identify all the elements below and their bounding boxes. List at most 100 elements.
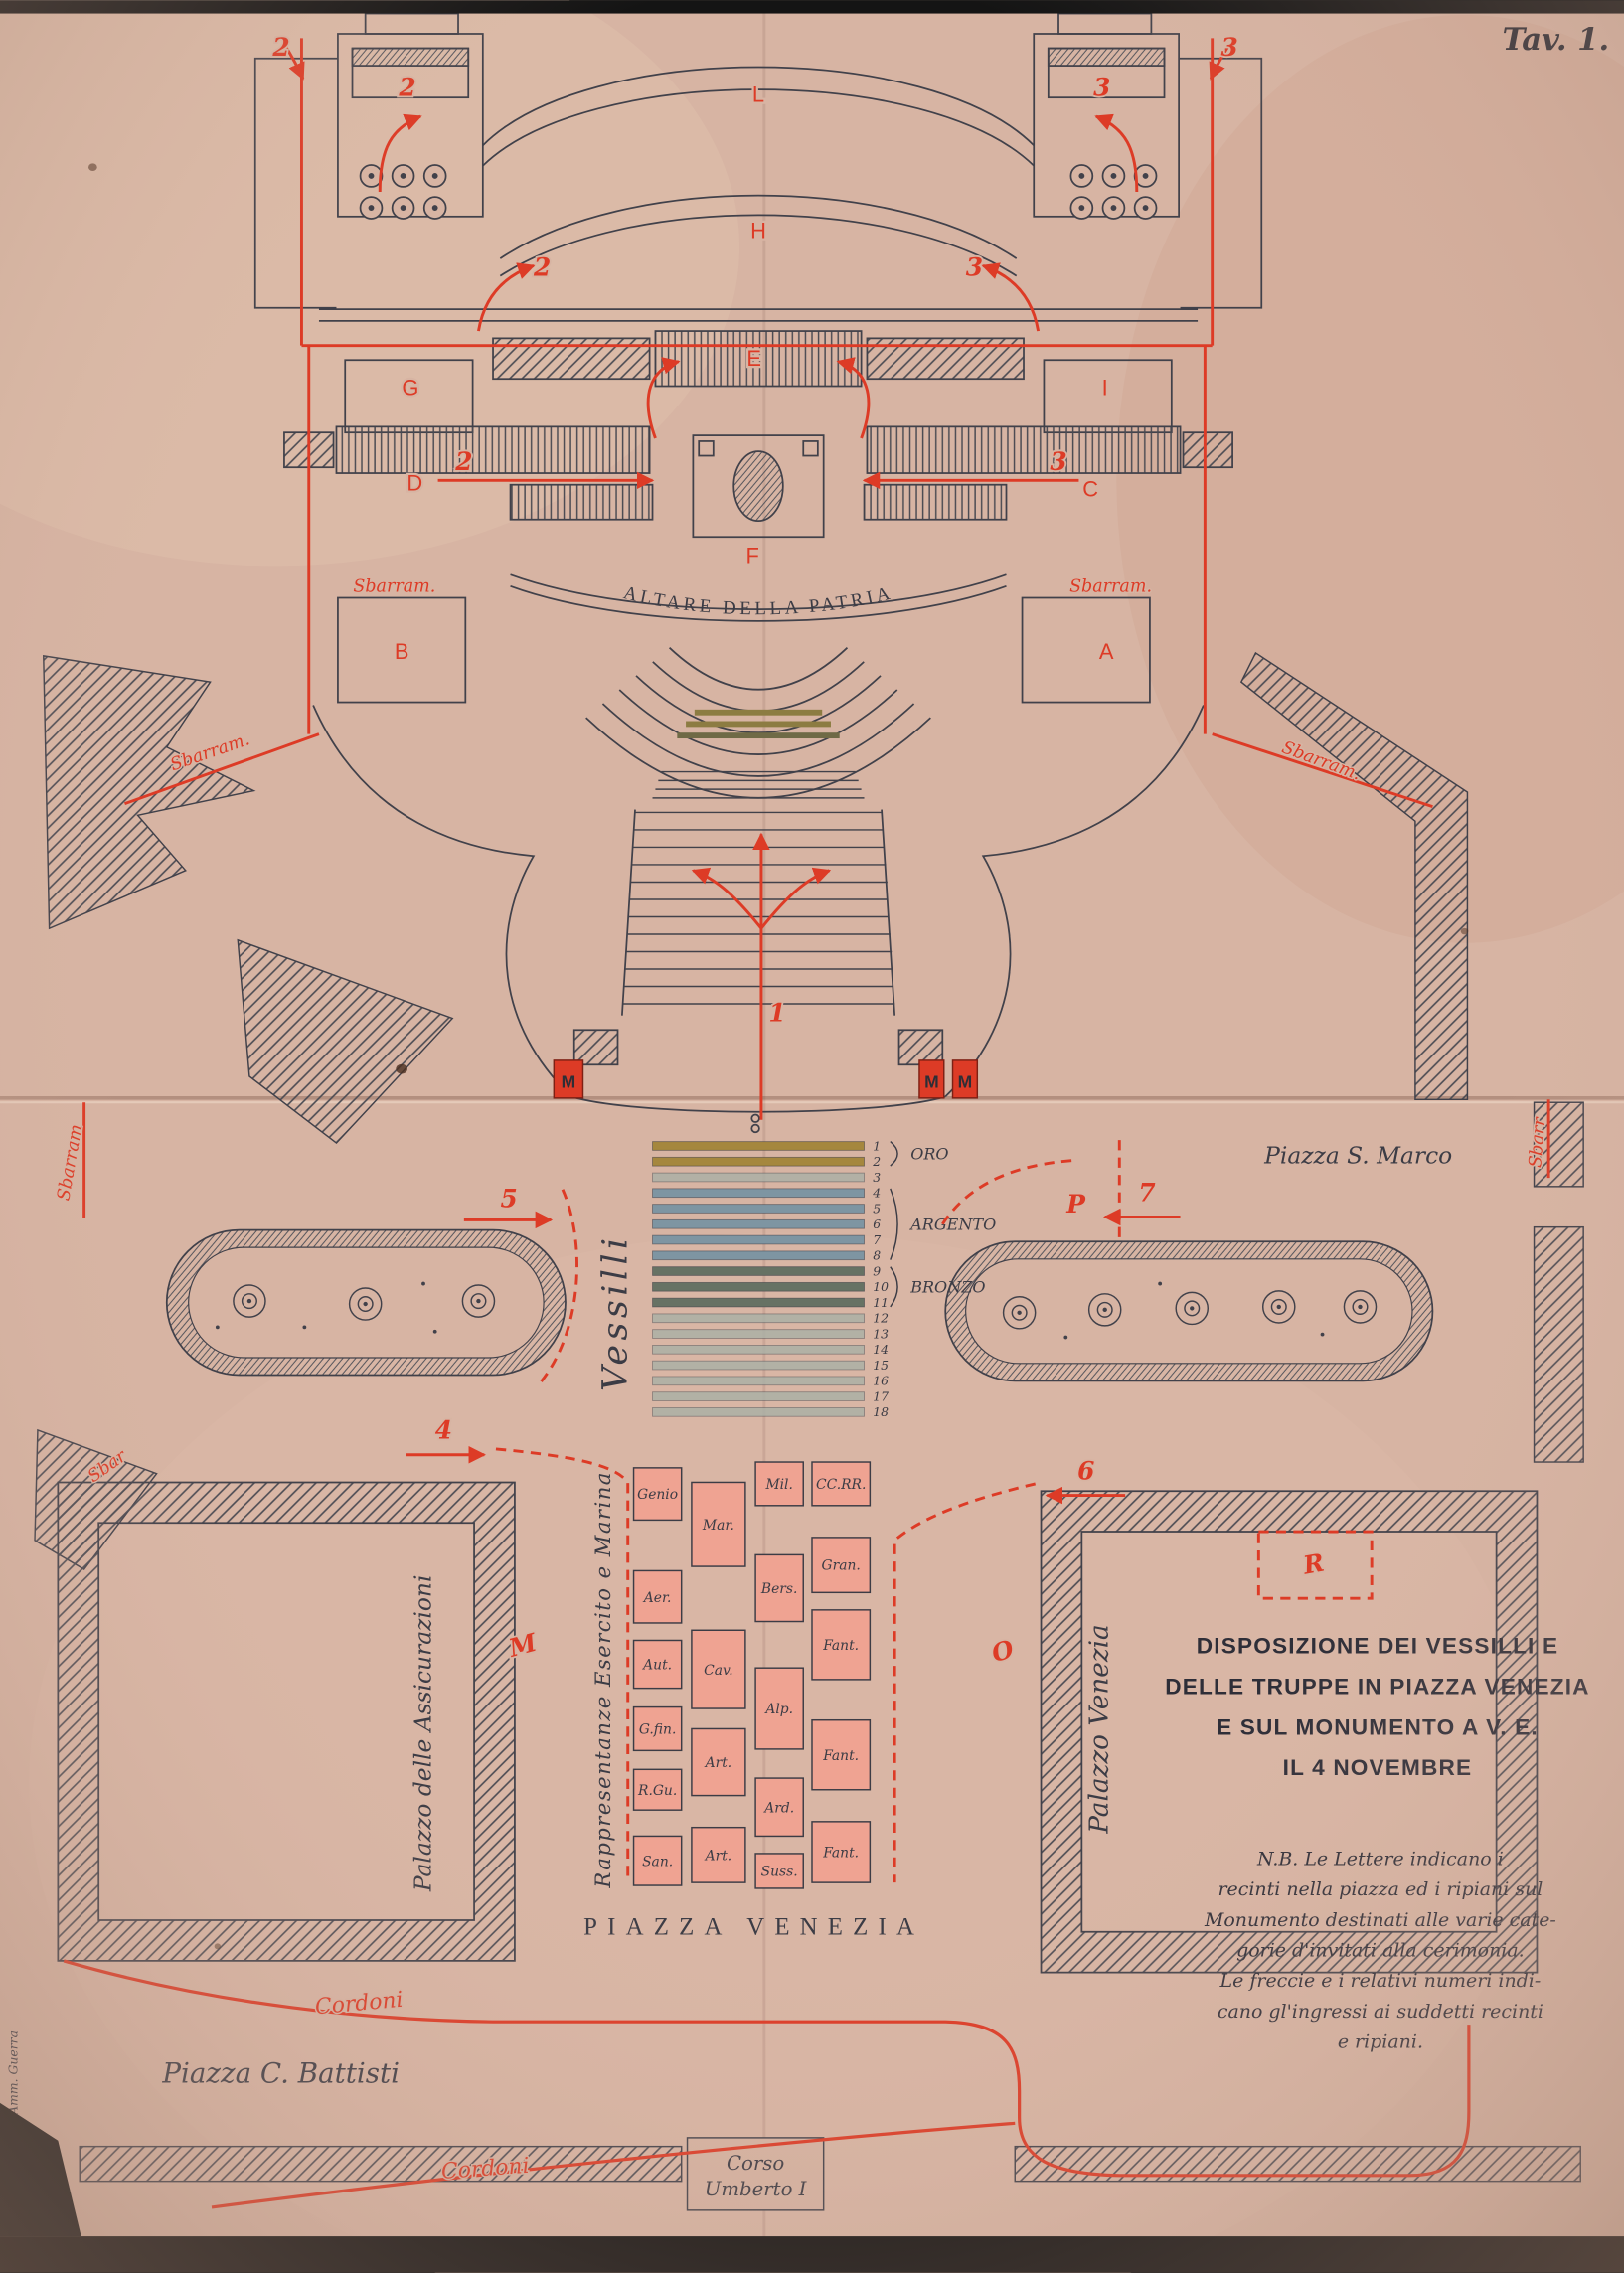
flag-row-15 xyxy=(652,1360,865,1371)
flag-row-number: 5 xyxy=(873,1201,881,1216)
troop-box-label: CC.RR. xyxy=(816,1477,866,1493)
tier-label-argento: ARGENTO xyxy=(908,1216,996,1234)
monument-zone-letter-l: L xyxy=(752,82,764,107)
vessilli-title: Vessilli xyxy=(595,1234,635,1391)
flag-row-number: 8 xyxy=(873,1248,881,1263)
corso-umberto-line2: Umberto I xyxy=(705,2178,808,2200)
troop-box-label: Art. xyxy=(704,1755,732,1771)
flag-row-1 xyxy=(652,1141,865,1151)
flag-row-13 xyxy=(652,1329,865,1339)
flag-row-number: 11 xyxy=(873,1295,889,1310)
flag-row-3 xyxy=(652,1172,865,1183)
flag-row-number: 15 xyxy=(873,1358,889,1373)
plate-number-label: Tav. 1. xyxy=(1502,22,1609,58)
rappresentanze-title: Rappresentanze Esercito e Marina xyxy=(590,1471,615,1888)
flag-row-number: 17 xyxy=(873,1388,889,1403)
area-letter-p: P xyxy=(1065,1190,1086,1218)
flag-row-10 xyxy=(652,1281,865,1292)
legend-title-line-3: E SUL MONUMENTO A V. E. xyxy=(1217,1714,1539,1739)
legend-title-line-4: IL 4 NOVEMBRE xyxy=(1283,1755,1473,1780)
entry-number-2: 2 xyxy=(271,33,289,62)
flag-row-number: 10 xyxy=(873,1279,889,1294)
flag-row-number: 4 xyxy=(872,1186,881,1201)
m-box-label: M xyxy=(958,1072,973,1092)
nb-line-3: Monumento destinati alle varie cate- xyxy=(1204,1909,1556,1931)
palazzo-venezia-label: Palazzo Venezia xyxy=(1085,1624,1115,1834)
corso-umberto-line1: Corso xyxy=(727,2152,784,2175)
troop-box-label: Mar. xyxy=(702,1518,734,1534)
flag-row-14 xyxy=(652,1345,865,1355)
entry-number-5: 5 xyxy=(500,1184,517,1213)
entry-number-4: 4 xyxy=(435,1416,452,1445)
sbarramento-label: Sbarram. xyxy=(1069,577,1152,597)
monument-zone-letter-g: G xyxy=(402,375,418,400)
entry-number-3: 3 xyxy=(966,253,983,282)
entry-number-3: 3 xyxy=(1050,447,1066,476)
tier-label-oro: ORO xyxy=(910,1145,948,1164)
entry-number-2: 2 xyxy=(398,74,415,102)
troop-box-label: Fant. xyxy=(822,1748,859,1764)
flag-row-number: 14 xyxy=(873,1342,889,1357)
flag-row-number: 1 xyxy=(873,1138,881,1153)
troop-box-label: Mil. xyxy=(764,1477,792,1493)
entry-number-7: 7 xyxy=(1138,1178,1155,1207)
monument-zone-letter-b: B xyxy=(395,639,409,664)
flag-row-number: 9 xyxy=(873,1263,881,1278)
sbarramento-label: Sbarram. xyxy=(353,577,435,597)
entry-number-2: 2 xyxy=(533,253,551,282)
flag-row-6 xyxy=(652,1218,865,1229)
legend-nb-block: N.B. Le Lettere indicano i recinti nella… xyxy=(1204,1849,1556,2053)
legend-title-line-2: DELLE TRUPPE IN PIAZZA VENEZIA xyxy=(1165,1674,1589,1699)
m-box-label: M xyxy=(924,1072,939,1092)
flag-row-number: 16 xyxy=(873,1374,889,1388)
flag-row-18 xyxy=(652,1407,865,1417)
troop-box-label: Cav. xyxy=(704,1663,732,1679)
piazza-battisti-label: Piazza C. Battisti xyxy=(161,2056,400,2089)
troop-box-label: Aut. xyxy=(641,1658,672,1674)
entry-number-3: 3 xyxy=(1093,74,1110,102)
flag-row-9 xyxy=(652,1266,865,1276)
troop-box-label: Gran. xyxy=(822,1558,861,1574)
troop-box-label: Alp. xyxy=(763,1702,793,1717)
piazza-venezia-label: PIAZZA VENEZIA xyxy=(583,1914,924,1941)
troop-box-label: R.Gu. xyxy=(637,1783,677,1799)
troop-box-label: Aer. xyxy=(642,1590,672,1606)
piazza-s-marco-label: Piazza S. Marco xyxy=(1263,1141,1452,1169)
entry-number-2: 2 xyxy=(454,447,472,476)
troop-box-label: Art. xyxy=(704,1849,732,1865)
m-box-label: M xyxy=(562,1072,576,1092)
nb-line-7: e ripiani. xyxy=(1338,2030,1423,2052)
nb-line-5: Le freccie e i relativi numeri indi- xyxy=(1219,1970,1542,1992)
entry-number-1: 1 xyxy=(768,999,785,1028)
troop-box-label: Ard. xyxy=(762,1800,794,1816)
troop-box-label: San. xyxy=(642,1854,673,1869)
entry-number-6: 6 xyxy=(1077,1457,1094,1486)
monument-zone-letter-a: A xyxy=(1099,639,1114,664)
troop-box-label: Genio xyxy=(637,1487,678,1503)
entry-number-3: 3 xyxy=(1221,33,1238,62)
troop-box-label: Fant. xyxy=(822,1638,859,1654)
flag-row-number: 7 xyxy=(873,1232,881,1247)
flag-row-8 xyxy=(652,1250,865,1261)
flag-row-16 xyxy=(652,1376,865,1386)
flag-row-number: 13 xyxy=(873,1326,889,1341)
monument-zone-letter-i: I xyxy=(1102,375,1108,400)
troop-box-label: Suss. xyxy=(761,1865,798,1880)
nb-line-6: cano gl'ingressi ai suddetti recinti xyxy=(1218,2001,1543,2023)
flower-bed-left xyxy=(165,1228,567,1377)
flag-row-12 xyxy=(652,1313,865,1324)
tier-label-bronzo: BRONZO xyxy=(909,1278,985,1297)
troop-box-label: Bers. xyxy=(760,1581,798,1597)
troop-box-label: G.fin. xyxy=(639,1722,677,1738)
flag-row-number: 12 xyxy=(873,1311,889,1326)
legend-title-line-1: DISPOSIZIONE DEI VESSILLI E xyxy=(1197,1634,1558,1659)
palazzo-assicurazioni-label: Palazzo delle Assicurazioni xyxy=(408,1575,436,1893)
troop-box-label: Fant. xyxy=(822,1846,859,1862)
flag-row-11 xyxy=(652,1297,865,1308)
flower-bed-right xyxy=(944,1240,1434,1382)
nb-line-2: recinti nella piazza ed i ripiani sul xyxy=(1218,1878,1543,1900)
monument-zone-letter-d: D xyxy=(406,471,422,496)
monument-zone-letter-f: F xyxy=(745,543,758,568)
flag-row-number: 18 xyxy=(873,1404,889,1419)
